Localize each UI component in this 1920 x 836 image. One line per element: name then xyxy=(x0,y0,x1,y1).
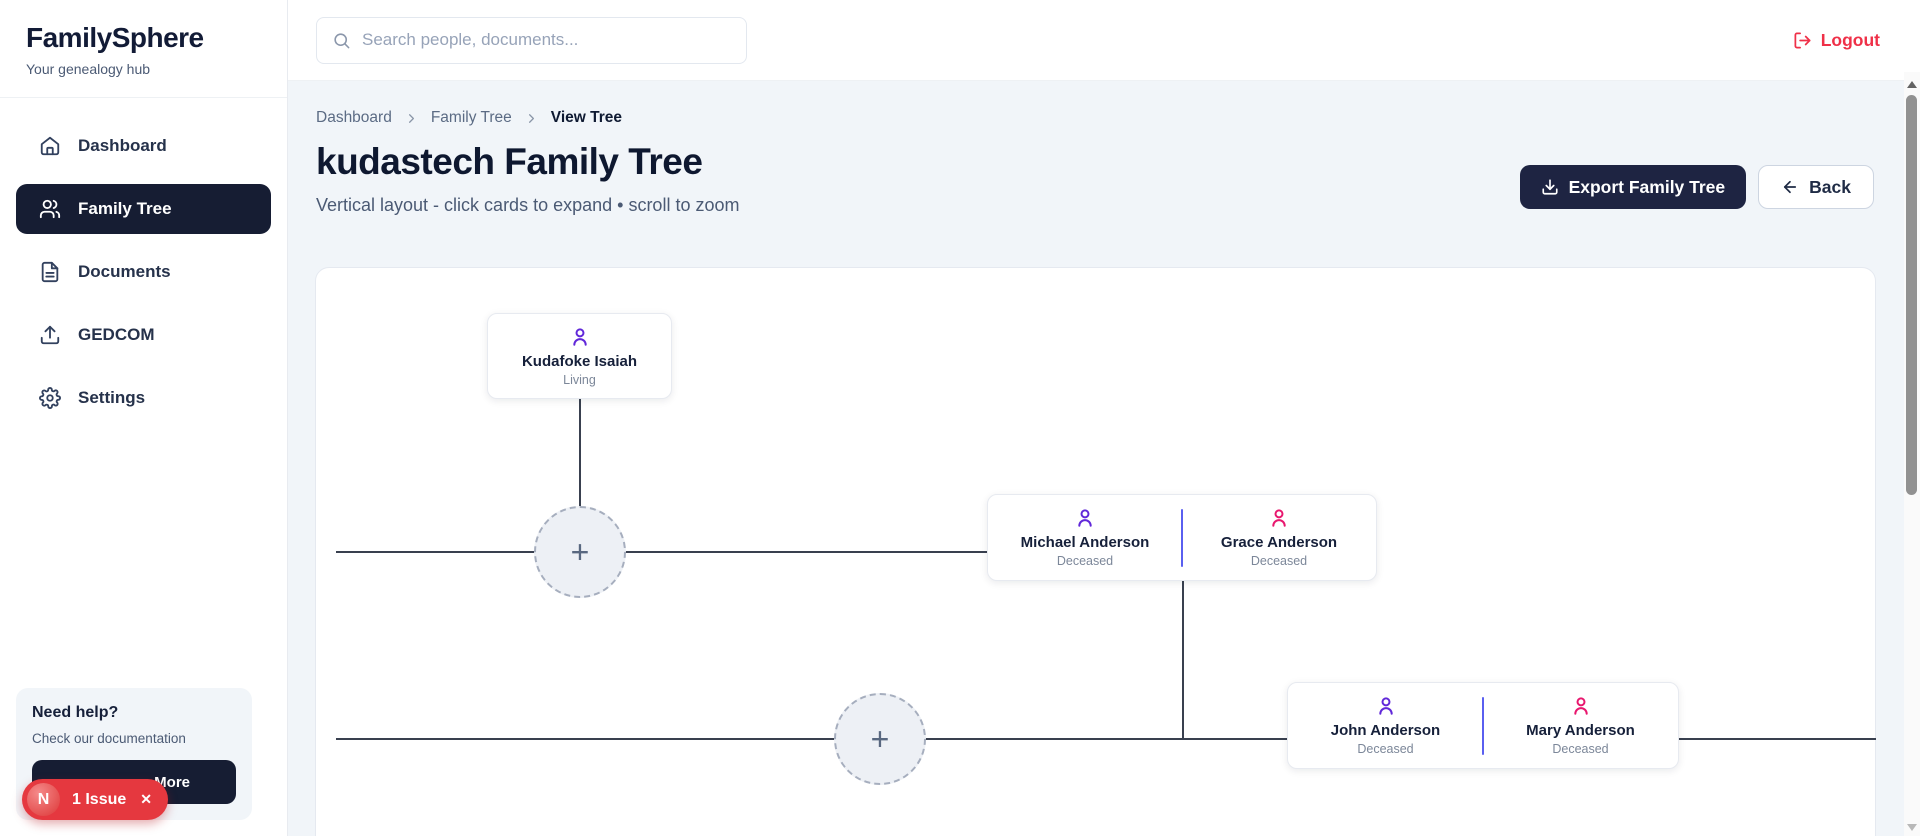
help-title: Need help? xyxy=(32,704,119,721)
page-subtitle: Vertical layout - click cards to expand … xyxy=(316,195,740,215)
person-john-anderson[interactable]: John Anderson Deceased xyxy=(1288,683,1483,768)
connector-line xyxy=(336,738,1876,740)
connector-line xyxy=(579,399,581,552)
sidebar-item-label: Dashboard xyxy=(78,136,167,155)
person-name: Grace Anderson xyxy=(1220,534,1338,551)
close-icon[interactable]: ✕ xyxy=(140,791,152,807)
search-icon xyxy=(334,32,350,48)
breadcrumb-family-tree[interactable]: Family Tree xyxy=(430,109,512,126)
person-mary-anderson[interactable]: Mary Anderson Deceased xyxy=(1483,683,1678,768)
app-tagline: Your genealogy hub xyxy=(26,61,151,77)
sidebar-item-dashboard[interactable]: Dashboard xyxy=(16,121,271,171)
back-button[interactable]: Back xyxy=(1758,165,1874,209)
sidebar-item-label: Settings xyxy=(78,388,146,407)
person-status: Deceased xyxy=(1552,742,1609,756)
tree-canvas[interactable]: + + Kudafoke Isaiah Living Michael Ander… xyxy=(315,267,1876,836)
export-label: Export Family Tree xyxy=(1568,176,1726,197)
issue-badge[interactable]: N 1 Issue ✕ xyxy=(22,779,168,820)
nextjs-logo-icon: N xyxy=(27,783,60,816)
document-icon xyxy=(41,261,59,283)
person-name: Michael Anderson xyxy=(1020,534,1150,551)
logout-icon xyxy=(1794,32,1811,48)
search-input[interactable] xyxy=(362,30,731,50)
connector-line xyxy=(336,551,987,553)
gear-icon xyxy=(39,387,61,409)
person-icon xyxy=(1268,507,1290,529)
person-icon xyxy=(1375,695,1397,717)
person-status: Living xyxy=(563,372,596,387)
sidebar-item-documents[interactable]: Documents xyxy=(16,247,271,297)
chevron-right-icon xyxy=(528,113,534,123)
connector-line xyxy=(1182,581,1184,738)
sidebar-item-label: Family Tree xyxy=(78,199,172,218)
scroll-down-arrow-icon[interactable] xyxy=(1907,824,1917,831)
person-name: Mary Anderson xyxy=(1526,722,1635,739)
person-name: Kudafoke Isaiah xyxy=(521,352,638,370)
main-content: Dashboard Family Tree View Tree kudastec… xyxy=(288,81,1904,836)
sidebar: FamilySphere Your genealogy hub Dashboar… xyxy=(0,0,288,836)
person-icon xyxy=(569,326,591,348)
sidebar-item-label: GEDCOM xyxy=(78,325,155,344)
person-status: Deceased xyxy=(1056,554,1114,568)
arrow-left-icon xyxy=(1784,180,1797,194)
breadcrumb-dashboard[interactable]: Dashboard xyxy=(316,109,392,126)
add-person-button[interactable]: + xyxy=(834,693,926,785)
couple-card-john-mary[interactable]: John Anderson Deceased Mary Anderson Dec… xyxy=(1287,682,1679,769)
person-name: John Anderson xyxy=(1330,722,1441,739)
add-person-button[interactable]: + xyxy=(534,506,626,598)
couple-divider xyxy=(1481,697,1485,755)
sidebar-nav: Dashboard Family Tree Documents GEDCOM S… xyxy=(0,98,287,423)
scroll-up-arrow-icon[interactable] xyxy=(1907,81,1917,88)
sidebar-item-label: Documents xyxy=(78,262,171,281)
export-family-tree-button[interactable]: Export Family Tree xyxy=(1519,165,1747,209)
person-grace-anderson[interactable]: Grace Anderson Deceased xyxy=(1182,495,1376,580)
person-status: Deceased xyxy=(1250,554,1308,568)
users-icon xyxy=(39,199,61,219)
person-icon xyxy=(1074,507,1096,529)
back-label: Back xyxy=(1809,176,1851,197)
search-box xyxy=(316,16,747,64)
logo-box: FamilySphere Your genealogy hub xyxy=(0,0,287,98)
person-icon xyxy=(1570,695,1592,717)
vertical-scrollbar[interactable] xyxy=(1904,72,1920,836)
person-status: Deceased xyxy=(1357,742,1414,756)
help-subtitle: Check our documentation xyxy=(32,731,186,746)
home-icon xyxy=(40,136,60,156)
logout-button[interactable]: Logout xyxy=(1793,30,1880,51)
issue-count-label: 1 Issue xyxy=(72,790,127,808)
sidebar-item-settings[interactable]: Settings xyxy=(16,373,271,423)
page-title: kudastech Family Tree xyxy=(316,141,703,182)
person-card-kudafoke-isaiah[interactable]: Kudafoke Isaiah Living xyxy=(487,313,672,399)
scrollbar-thumb[interactable] xyxy=(1906,95,1917,495)
upload-icon xyxy=(40,325,60,345)
breadcrumb-view-tree: View Tree xyxy=(550,109,623,126)
sidebar-item-family-tree[interactable]: Family Tree xyxy=(16,184,271,234)
logout-label: Logout xyxy=(1820,29,1880,50)
couple-card-michael-grace[interactable]: Michael Anderson Deceased Grace Anderson… xyxy=(987,494,1377,581)
breadcrumb: Dashboard Family Tree View Tree xyxy=(316,109,622,127)
sidebar-item-gedcom[interactable]: GEDCOM xyxy=(16,310,271,360)
topbar: Logout xyxy=(288,0,1920,81)
chevron-right-icon xyxy=(408,113,414,123)
app-logo: FamilySphere xyxy=(26,22,204,53)
header-actions: Export Family Tree Back xyxy=(1519,165,1874,209)
download-icon xyxy=(1541,179,1558,195)
couple-divider xyxy=(1180,509,1184,567)
person-michael-anderson[interactable]: Michael Anderson Deceased xyxy=(988,495,1182,580)
